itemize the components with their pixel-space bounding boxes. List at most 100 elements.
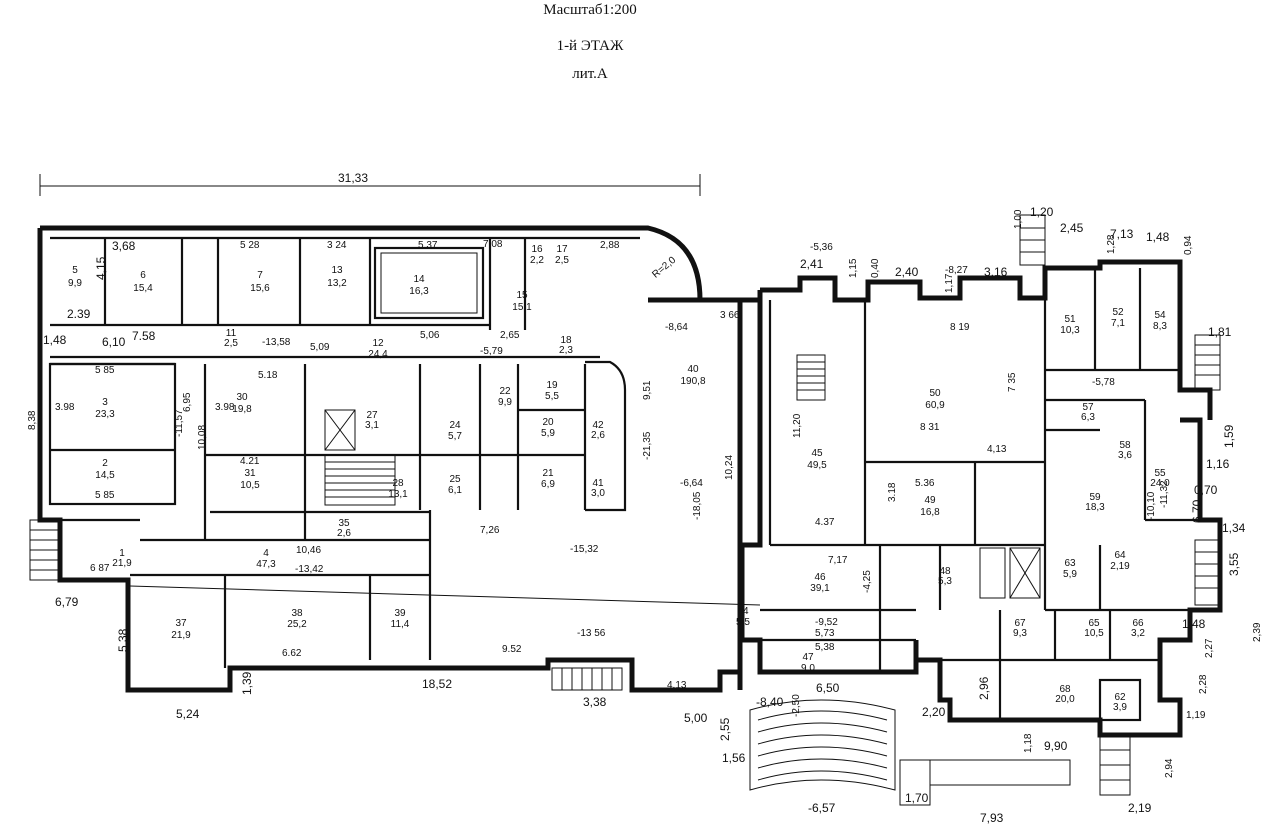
dim: 6,10 [102, 335, 126, 349]
room-49-area: 16,8 [920, 507, 940, 518]
room-62-number: 62 [1114, 692, 1126, 703]
room-50-area: 60,9 [925, 400, 945, 411]
dim: 3.98 [55, 402, 75, 413]
room-31-area: 10,5 [240, 480, 260, 491]
dim: -9,52 [815, 617, 838, 628]
dim: 2,94 [1164, 758, 1175, 778]
dim: 4,15 [94, 256, 108, 280]
room-38-area: 25,2 [287, 619, 307, 630]
room-7-area: 15,6 [250, 283, 270, 294]
room-40-number: 40 [687, 364, 699, 375]
room-35-number: 35 [338, 518, 350, 529]
dim: 8,38 [27, 410, 38, 430]
room-66-area: 3,2 [1131, 628, 1145, 639]
dim: 5.18 [258, 370, 278, 381]
room-25-area: 6,1 [448, 485, 462, 496]
room-labels: 5 9,9 6 15,4 7 15,6 13 13,2 14 16,3 15 1… [68, 244, 1170, 713]
stair-entrance-west [29, 519, 61, 581]
room-20-number: 20 [542, 417, 554, 428]
dim: -4,25 [862, 570, 873, 593]
dim: 3.98 [215, 402, 235, 413]
room-19-area: 5,5 [545, 391, 559, 402]
room-21-area: 6,9 [541, 479, 555, 490]
floor-title: 1-й ЭТАЖ [556, 38, 624, 54]
room-25-number: 25 [449, 474, 461, 485]
room-44-number: 44 [737, 606, 749, 617]
dim: 2,88 [600, 240, 620, 251]
dim: 6.62 [282, 648, 302, 659]
room-24-area: 5,7 [448, 431, 462, 442]
room-46-area: 39,1 [810, 583, 830, 594]
room-47-area: 9,0 [801, 663, 815, 674]
room-51-number: 51 [1064, 314, 1076, 325]
dim: -8,64 [665, 322, 688, 333]
dim: 1,81 [1208, 325, 1232, 339]
dim: 0,40 [870, 258, 881, 278]
dim: 2,39 [1252, 622, 1263, 642]
room-63-area: 5,9 [1063, 569, 1077, 580]
room-20-area: 5,9 [541, 428, 555, 439]
room-41-area: 3,0 [591, 488, 605, 499]
dim: 3,68 [112, 239, 136, 253]
dim: 11,20 [792, 413, 803, 438]
dim: 2,20 [922, 705, 946, 719]
room-3-number: 3 [102, 397, 108, 408]
dim: 2,19 [1128, 801, 1152, 815]
dim: 5,24 [176, 707, 200, 721]
room-67-number: 67 [1014, 618, 1026, 629]
dim: 4.37 [815, 517, 835, 528]
room-42-area: 2,6 [591, 430, 605, 441]
dim: 18,52 [422, 677, 452, 691]
room-44-area: 5,5 [736, 617, 750, 628]
room-64-area: 2,19 [1110, 561, 1130, 572]
dim: 10,46 [296, 545, 321, 556]
dim: 5,09 [310, 342, 330, 353]
dim: -18,05 [692, 491, 703, 520]
dim: 5.37 [418, 240, 438, 251]
dim: 3,55 [1227, 552, 1241, 576]
dim: -15,32 [570, 544, 599, 555]
room-16-area: 2,2 [530, 255, 544, 266]
dim: -13,58 [262, 337, 291, 348]
room-65-number: 65 [1088, 618, 1100, 629]
room-35-area: 2,6 [337, 528, 351, 539]
dim: -13,42 [295, 564, 324, 575]
dim: 6 87 [90, 563, 110, 574]
dim: 7,08 [483, 239, 503, 250]
room-50-number: 50 [929, 388, 941, 399]
room-11-number: 11 [226, 328, 237, 339]
dim: 2,41 [800, 257, 824, 271]
room-68-number: 68 [1059, 684, 1071, 695]
dim: 1,20 [1030, 205, 1054, 219]
dim: 3.18 [887, 482, 898, 502]
room-6-number: 6 [140, 270, 146, 281]
dim: -5,78 [1092, 377, 1115, 388]
room-55-number: 55 [1154, 468, 1166, 479]
dim: 1,59 [1222, 424, 1236, 448]
room-6-area: 15,4 [133, 283, 153, 294]
room-30-number: 30 [236, 392, 248, 403]
dim: 0,70 [1194, 483, 1218, 497]
dim: 1,56 [722, 751, 746, 765]
dim: -6,57 [808, 801, 836, 815]
room-54-number: 54 [1154, 310, 1166, 321]
room-11-area: 2,5 [224, 338, 238, 349]
room-13-area: 13,2 [327, 278, 347, 289]
dim: 6,79 [55, 595, 79, 609]
room-37-number: 37 [175, 618, 187, 629]
dim: 7,93 [980, 811, 1004, 825]
stair-west [324, 409, 396, 506]
dim: 5 28 [240, 240, 260, 251]
dim: 5 85 [95, 365, 115, 376]
room-17-area: 2,5 [555, 255, 569, 266]
dim: 3,38 [583, 695, 607, 709]
dim: 1,19 [1186, 710, 1206, 721]
dim: 6,70 [1190, 499, 1204, 523]
section-line [129, 585, 761, 606]
room-47-number: 47 [802, 652, 814, 663]
room-48-area: 5,3 [938, 576, 952, 587]
room-59-area: 18,3 [1085, 502, 1105, 513]
dim: -13 56 [577, 628, 606, 639]
room-62-area: 3,9 [1113, 702, 1127, 713]
